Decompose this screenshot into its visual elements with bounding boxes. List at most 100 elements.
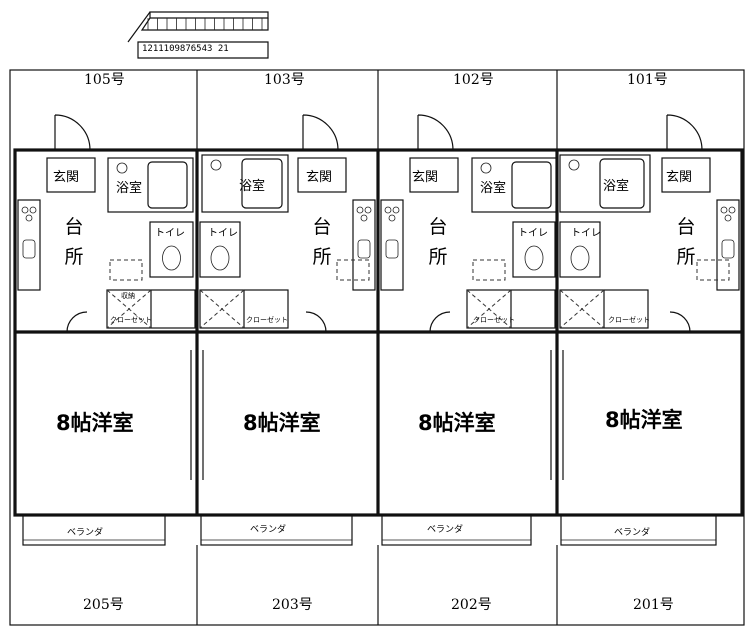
cabinet-u3 (696, 259, 730, 281)
genkan-box-u3 (661, 157, 711, 193)
stove-burner-icon-u1 (356, 206, 364, 214)
bath-room-u2 (471, 157, 558, 213)
bath-label-102: 浴室 (480, 181, 507, 196)
entrance-door-u0 (54, 114, 91, 151)
cabinet-u0 (109, 259, 143, 281)
veranda-u1 (200, 514, 353, 546)
stove-burner-icon-u3 (728, 206, 736, 214)
closet-label-105: クローゼット (110, 316, 152, 324)
toilet-icon-u2 (524, 245, 544, 271)
genkan-box-u2 (409, 157, 459, 193)
kitchen-label-103: 台所 (312, 216, 332, 269)
closet-label-101: クローゼット (608, 316, 650, 324)
closet-cross-u3 (559, 289, 605, 329)
unit-number-202: 202号 (451, 597, 492, 613)
kitchen-label-105: 台所 (64, 216, 84, 269)
genkan-box-u0 (46, 157, 96, 193)
unit-number-102: 102号 (453, 72, 494, 88)
storage-label-105: 収納 (121, 292, 135, 300)
veranda-label-201: ベランダ (614, 528, 651, 538)
outer-frame (9, 69, 745, 626)
closet-cross-u0 (106, 289, 152, 329)
toilet-icon-u1 (210, 245, 230, 271)
bath-room-u1 (201, 154, 289, 213)
room-label-105: 8帖洋室 (56, 411, 134, 435)
sink-icon-u1 (357, 239, 371, 259)
kitchen-counter-u3 (716, 199, 740, 291)
stair-step-numbers: 1211109876543 21 (142, 44, 229, 54)
veranda-u0 (22, 514, 166, 546)
sink-icon-u3 (721, 239, 735, 259)
sink-icon-u0 (22, 239, 36, 259)
toilet-label-101: トイレ (571, 228, 601, 239)
toilet-label-103: トイレ (208, 228, 238, 239)
stove-burner-icon-u2 (392, 206, 400, 214)
toilet-room-u2 (512, 221, 556, 278)
genkan-label-102: 玄関 (412, 170, 439, 185)
bathtub-icon-u0 (147, 161, 188, 209)
room-door-u3 (669, 311, 691, 333)
bathtub-icon-u1 (241, 158, 283, 209)
stove-burner-icon-u2 (388, 214, 396, 222)
room-label-103: 8帖洋室 (243, 411, 321, 435)
toilet-label-102: トイレ (518, 228, 548, 239)
cabinet-u1 (336, 259, 370, 281)
washbasin-icon-u0 (116, 162, 128, 174)
kitchen-label-102: 台所 (428, 216, 448, 269)
cabinet-u2 (472, 259, 506, 281)
sink-icon-u2 (385, 239, 399, 259)
kitchen-label-101: 台所 (676, 216, 696, 269)
genkan-label-103: 玄関 (306, 170, 333, 185)
toilet-room-u3 (559, 221, 601, 278)
veranda-label-205: ベランダ (67, 528, 104, 538)
veranda-label-202: ベランダ (427, 525, 464, 535)
entrance-door-u2 (417, 114, 454, 151)
unit-number-201: 201号 (633, 597, 674, 613)
stove-burner-icon-u3 (724, 214, 732, 222)
bathtub-icon-u2 (511, 161, 552, 209)
stove-burner-icon-u1 (360, 214, 368, 222)
bath-label-103: 浴室 (239, 179, 266, 194)
stove-burner-icon-u2 (384, 206, 392, 214)
veranda-u3 (560, 514, 717, 546)
entrance-door-u1 (302, 114, 339, 151)
stove-burner-icon-u0 (21, 206, 29, 214)
toilet-room-u0 (149, 221, 194, 278)
unit-number-203: 203号 (272, 597, 313, 613)
genkan-box-u1 (297, 157, 347, 193)
veranda-u2 (381, 514, 532, 546)
stove-burner-icon-u0 (25, 214, 33, 222)
washbasin-icon-u1 (210, 159, 222, 171)
unit-number-103: 103号 (264, 72, 305, 88)
bath-label-101: 浴室 (603, 179, 630, 194)
unit-number-205: 205号 (83, 597, 124, 613)
washbasin-icon-u2 (480, 162, 492, 174)
bath-label-105: 浴室 (116, 181, 143, 196)
toilet-icon-u3 (570, 245, 590, 271)
room-label-101: 8帖洋室 (605, 408, 683, 432)
kitchen-counter-u2 (380, 199, 404, 291)
toilet-icon-u0 (162, 245, 181, 271)
room-door-u0 (66, 311, 88, 333)
stove-burner-icon-u1 (364, 206, 372, 214)
kitchen-counter-u0 (17, 199, 41, 291)
washbasin-icon-u3 (568, 159, 580, 171)
veranda-label-203: ベランダ (250, 525, 287, 535)
stove-burner-icon-u3 (720, 206, 728, 214)
closet-cross-u2 (466, 289, 512, 329)
bathtub-icon-u3 (599, 158, 645, 209)
room-label-102: 8帖洋室 (418, 411, 496, 435)
toilet-label-105: トイレ (155, 228, 185, 239)
room-door-u2 (429, 311, 451, 333)
room-door-u1 (305, 311, 327, 333)
kitchen-counter-u1 (352, 199, 376, 291)
closet-label-103: クローゼット (246, 316, 288, 324)
genkan-label-105: 玄関 (53, 170, 80, 185)
bath-room-u3 (559, 154, 651, 213)
stove-burner-icon-u0 (29, 206, 37, 214)
bath-room-u0 (107, 157, 194, 213)
entrance-door-u3 (666, 114, 703, 151)
genkan-label-101: 玄関 (666, 170, 693, 185)
unit-number-101: 101号 (627, 72, 668, 88)
